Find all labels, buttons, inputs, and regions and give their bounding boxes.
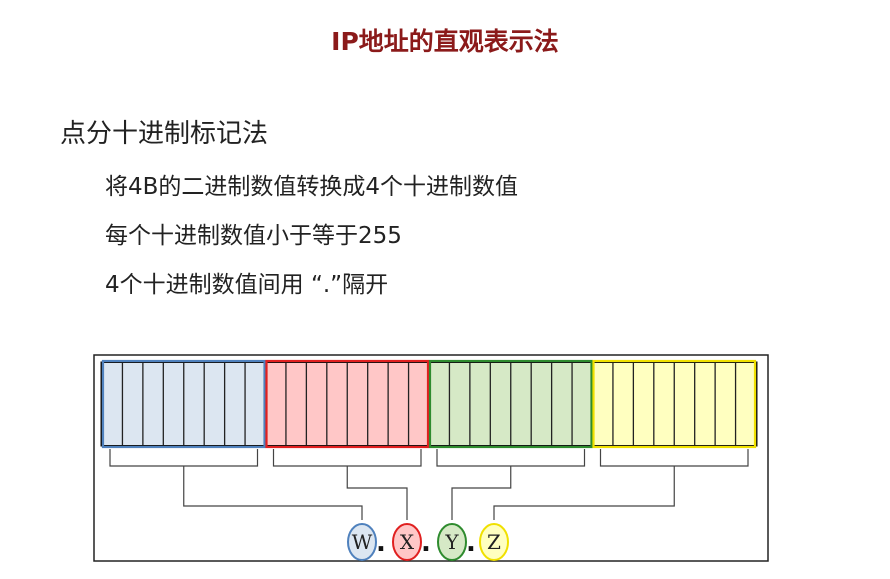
section-heading: 点分十进制标记法: [60, 119, 269, 149]
connector-lines: [109, 449, 749, 520]
dot-separator: .: [466, 528, 476, 558]
octet-3-bracket: [436, 449, 586, 467]
octet-2-bracket: [272, 449, 422, 467]
octet-1-connector: [183, 466, 363, 520]
octet-4-label: Z: [487, 530, 501, 554]
diagram-frame: [93, 354, 769, 562]
octet-3-label: Y: [444, 530, 459, 554]
octet-labels: W.X.Y.Z: [347, 523, 509, 561]
bullet-point-3: 4个十进制数值间用 “.”隔开: [105, 272, 389, 298]
octet-4-label-bubble: [479, 523, 509, 561]
octet-2-label-bubble: [392, 523, 422, 561]
octet-1-border: [101, 359, 266, 449]
octet-1-label-bubble: [347, 523, 377, 561]
octet-4-bracket: [599, 449, 749, 467]
octet-4-border: [592, 359, 757, 449]
dot-separator: .: [376, 528, 386, 558]
octet-2-connector: [346, 466, 408, 520]
octet-1-label: W: [352, 530, 373, 554]
octet-4-connector: [493, 466, 675, 520]
octet-group: [100, 359, 758, 449]
octet-3-border: [428, 359, 593, 449]
octet-3-connector: [451, 466, 512, 520]
dot-separator: .: [421, 528, 431, 558]
octet-3-label-bubble: [437, 523, 467, 561]
octet-2-border: [265, 359, 430, 449]
bullet-point-1: 将4B的二进制数值转换成4个十进制数值: [105, 174, 519, 200]
page-title: IP地址的直观表示法: [331, 27, 559, 56]
octet-1-bracket: [109, 449, 259, 467]
bullet-point-2: 每个十进制数值小于等于255: [105, 223, 402, 249]
octet-2-label: X: [400, 530, 415, 554]
